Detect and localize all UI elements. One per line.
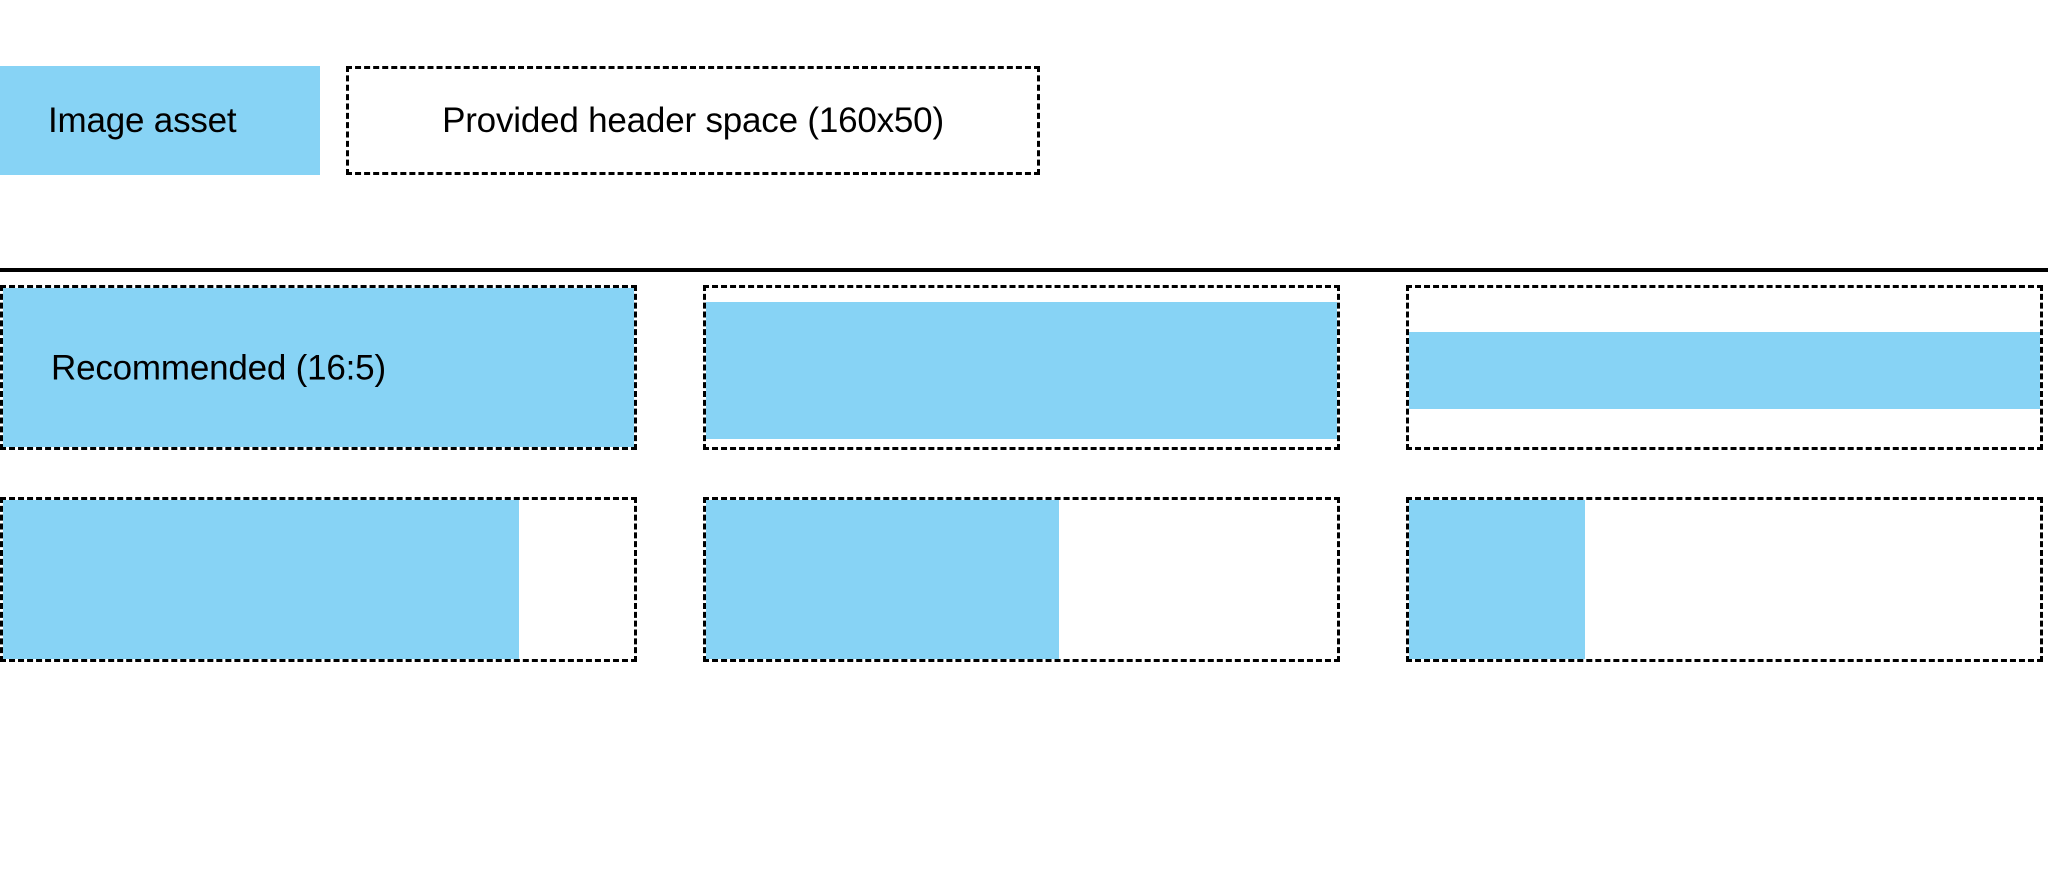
recommended-ratio-label: Recommended (16:5)	[51, 348, 386, 387]
legend-header-space-outline: Provided header space (160x50)	[346, 66, 1040, 175]
asset-fill	[1409, 332, 2040, 409]
asset-fill	[1409, 500, 1585, 659]
asset-fill	[3, 500, 519, 659]
section-divider	[0, 268, 2048, 272]
cell-shorter-fill	[703, 285, 1340, 450]
legend: Image asset Provided header space (160x5…	[0, 66, 1040, 175]
cell-thin-band-fill	[1406, 285, 2043, 450]
legend-header-space-label: Provided header space (160x50)	[442, 101, 944, 140]
asset-fill	[706, 302, 1337, 439]
cell-recommended-16-5: Recommended (16:5)	[0, 285, 637, 450]
legend-image-asset-label: Image asset	[48, 101, 237, 140]
aspect-ratio-row: Recommended (16:5)	[0, 285, 2048, 450]
asset-fill	[3, 288, 634, 447]
sample-grid: Recommended (16:5)	[0, 285, 2048, 662]
cell-width-27-percent	[1406, 497, 2043, 662]
legend-image-asset-swatch: Image asset	[0, 66, 320, 175]
width-fill-row	[0, 497, 2048, 662]
asset-fill	[706, 500, 1059, 659]
legend-spacer	[320, 66, 346, 175]
cell-width-81-percent	[0, 497, 637, 662]
cell-width-55-percent	[703, 497, 1340, 662]
